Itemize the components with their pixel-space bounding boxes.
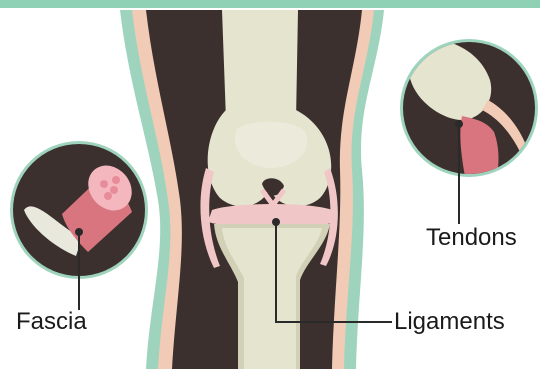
tendons-inset bbox=[400, 39, 538, 182]
label-ligaments: Ligaments bbox=[394, 310, 505, 334]
label-fascia: Fascia bbox=[16, 310, 87, 334]
femur-shaft bbox=[222, 10, 298, 120]
label-tendons: Tendons bbox=[426, 226, 517, 250]
top-band bbox=[0, 0, 540, 8]
